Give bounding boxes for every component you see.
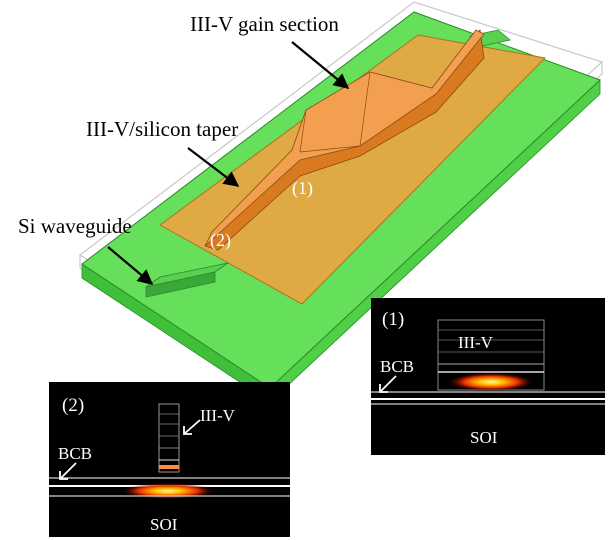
mesa-edge xyxy=(299,145,361,153)
inset-1-number: (1) xyxy=(382,309,404,330)
si-waveguide-input-side xyxy=(145,271,216,298)
inset-2-iii-v-stack xyxy=(158,403,180,473)
inset-2-iii-v-label: III-V xyxy=(200,406,236,425)
inset-1: (1) III-V BCB SOI xyxy=(371,298,605,455)
inset-2-optical-mode xyxy=(122,483,214,499)
taper-mesa-top xyxy=(204,29,485,247)
inset-1-bcb-arrow xyxy=(379,375,397,393)
inset-2: (2) III-V BCB SOI xyxy=(49,382,290,537)
inset-1-bcb-label: BCB xyxy=(380,357,414,376)
inset-2-soi-label: SOI xyxy=(150,515,178,534)
marker-2: (2) xyxy=(210,230,231,251)
mesa-edge xyxy=(359,71,371,147)
si-waveguide-label: Si waveguide xyxy=(18,214,132,238)
si-waveguide-arrow xyxy=(107,246,154,285)
inset-1-soi-label: SOI xyxy=(470,428,498,447)
gain-section-label: III-V gain section xyxy=(190,12,339,36)
chip-3d: (1) (2) xyxy=(78,1,604,403)
inset-2-bcb-arrow xyxy=(59,462,77,480)
gain-section-arrow xyxy=(291,41,350,89)
taper-arrow xyxy=(187,147,240,187)
inset-1-iii-v-label: III-V xyxy=(458,333,494,352)
inset-1-optical-mode xyxy=(449,373,533,391)
inset-2-number: (2) xyxy=(62,395,84,416)
inset-2-iii-v-arrow xyxy=(183,419,201,435)
mesa-edge xyxy=(299,109,307,153)
inset-2-bcb-label: BCB xyxy=(58,444,92,463)
marker-1: (1) xyxy=(292,178,313,199)
taper-label: III-V/silicon taper xyxy=(86,117,238,141)
